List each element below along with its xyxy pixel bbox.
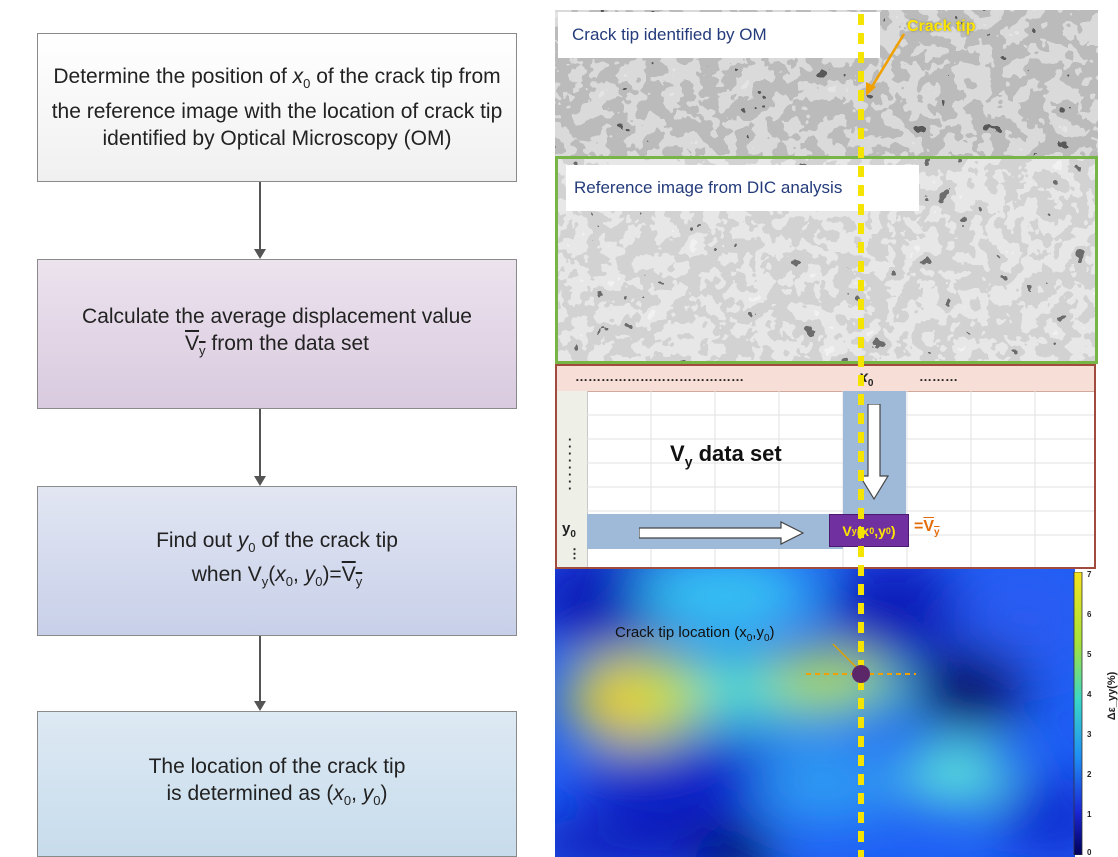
right-arrow [639, 521, 804, 545]
y0-row-label: y0 [562, 520, 576, 540]
colorbar-ticks: 7 6 5 4 3 2 1 0 [1087, 570, 1092, 857]
x0-header-label: x0 [859, 369, 874, 390]
row-header-column [557, 391, 588, 567]
colorbar-label: Δε_yy(%) [1106, 671, 1118, 721]
arrow-2-head [254, 476, 266, 486]
step-1-box: Determine the position of x0 of the crac… [37, 33, 517, 182]
step-4-box: The location of the crack tip is determi… [37, 711, 517, 857]
y-dots-vertical: ········ [568, 432, 573, 496]
vbar-symbol: Vy [185, 332, 206, 359]
colorbar [1073, 572, 1083, 855]
connector-1 [259, 182, 261, 249]
step-2-text: Calculate the average displacement value… [82, 305, 472, 359]
dic-label: Reference image from DIC analysis [566, 165, 919, 211]
crack-tip-label: Crack tip [907, 18, 976, 35]
dataset-panel: ………………………………… x0 ……… ········ Vy data se… [555, 364, 1096, 569]
crack-location-annotation: Crack tip location (x0,y0) [615, 624, 775, 644]
arrow-1-head [254, 249, 266, 259]
step-4-text: The location of the crack tip is determi… [148, 755, 406, 809]
step-1-text: Determine the position of x0 of the crac… [51, 65, 503, 150]
y-dots-bottom: ⋮ [568, 546, 581, 561]
step-3-box: Find out y0 of the crack tip when Vy(x0,… [37, 486, 517, 636]
step-2-box: Calculate the average displacement value… [37, 259, 517, 409]
om-label: Crack tip identified by OM [558, 12, 880, 58]
x-dots-right: ……… [919, 369, 958, 384]
dic-frame [555, 156, 1098, 364]
arrow-3-head [254, 701, 266, 711]
down-arrow [859, 404, 889, 500]
x-dots-left: ………………………………… [575, 369, 744, 384]
connector-3 [259, 636, 261, 701]
step-3-text: Find out y0 of the crack tip when Vy(x0,… [156, 528, 398, 590]
dataset-header [557, 366, 1094, 392]
vbar-equals: =Vy [914, 518, 940, 539]
dataset-title: Vy data set [670, 441, 782, 470]
strain-heatmap [555, 569, 1075, 857]
connector-2 [259, 409, 261, 476]
